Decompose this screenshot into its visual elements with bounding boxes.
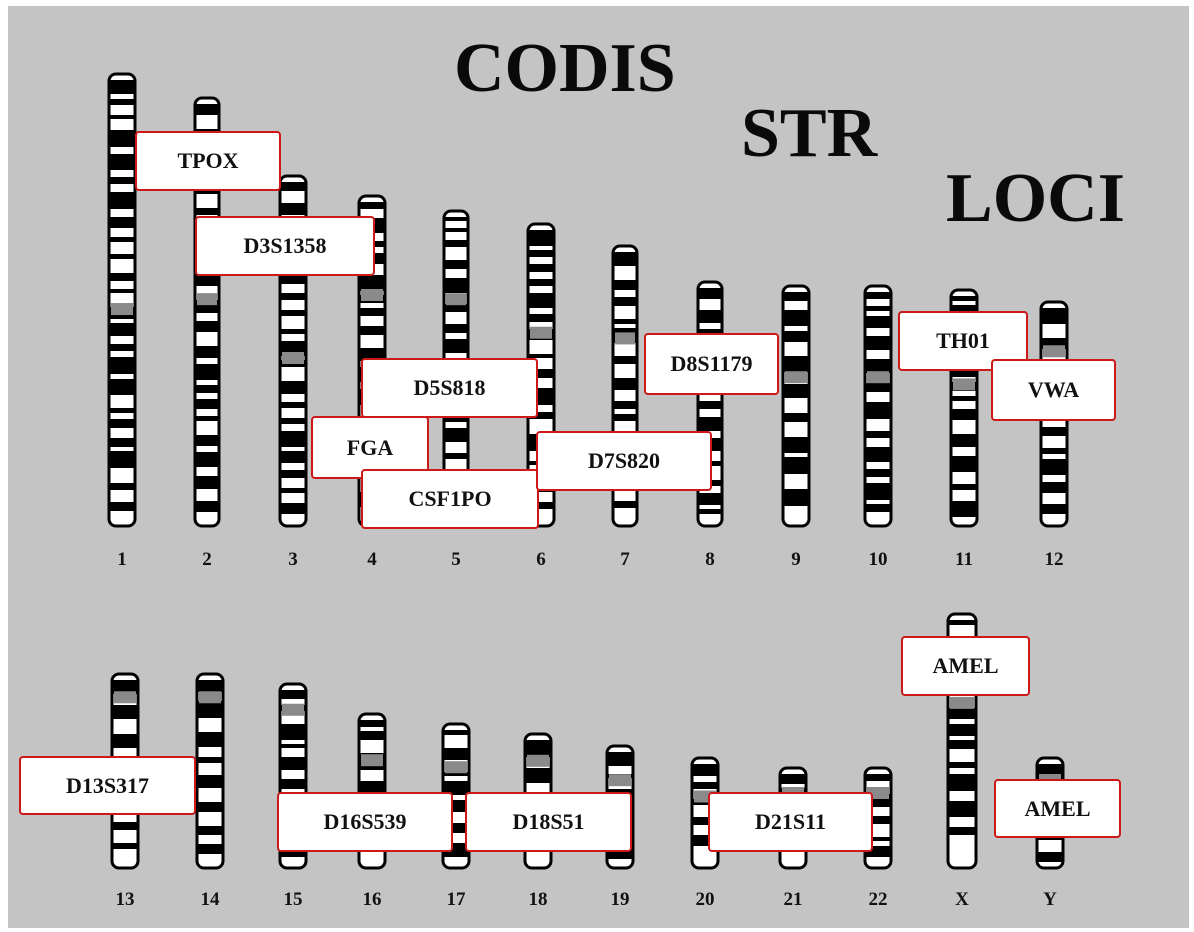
chromosome-number: 2: [202, 549, 212, 570]
chromosome-14: [195, 672, 225, 870]
chromosome-number: 3: [288, 549, 298, 570]
locus-label-fga: FGA: [311, 416, 429, 479]
chromosome-number: 21: [783, 889, 803, 910]
chromosome-number: 15: [283, 889, 303, 910]
chromosome-9: [781, 284, 811, 528]
locus-label-d18s51: D18S51: [465, 792, 632, 852]
chromosome-number: Y: [1043, 889, 1057, 910]
locus-label-th01: TH01: [898, 311, 1028, 371]
locus-label-csf1po: CSF1PO: [361, 469, 539, 529]
locus-label-d21s11: D21S11: [708, 792, 873, 852]
locus-label-tpox: TPOX: [135, 131, 281, 191]
chromosome-number: 17: [446, 889, 466, 910]
chromosome-number: 1: [117, 549, 127, 570]
locus-label-d13s317: D13S317: [19, 756, 196, 815]
locus-label-amel-x: AMEL: [901, 636, 1030, 696]
chromosome-number: 9: [791, 549, 801, 570]
chromosome-number: 19: [610, 889, 630, 910]
chromosome-number: 4: [367, 549, 377, 570]
title-codis: CODIS: [454, 30, 676, 107]
chromosome-1: [107, 72, 137, 528]
title-loci: LOCI: [946, 160, 1125, 237]
chromosome-number: 8: [705, 549, 715, 570]
chromosome-number: 6: [536, 549, 546, 570]
locus-label-d8s1179: D8S1179: [644, 333, 779, 395]
locus-label-d16s539: D16S539: [277, 792, 453, 852]
chromosome-number: 13: [115, 889, 135, 910]
chromosome-number: 12: [1044, 549, 1064, 570]
chromosome-number: 18: [528, 889, 548, 910]
chromosome-ideograms: [107, 72, 1069, 870]
locus-label-d5s818: D5S818: [361, 358, 538, 418]
locus-label-d7s820: D7S820: [536, 431, 712, 491]
chromosome-number: 22: [868, 889, 888, 910]
chromosome-number: 10: [868, 549, 888, 570]
chromosome-number: 20: [695, 889, 715, 910]
locus-label-amel-y: AMEL: [994, 779, 1121, 838]
chromosome-number: 5: [451, 549, 461, 570]
locus-label-d3s1358: D3S1358: [195, 216, 375, 276]
title-str: STR: [741, 95, 878, 172]
codis-str-loci-figure: CODIS STR LOCI 1 2 3 4 5 6 7 8 9 10 11 1…: [8, 6, 1189, 928]
locus-label-vwa: VWA: [991, 359, 1116, 421]
chromosome-10: [863, 284, 893, 528]
chromosome-number: 16: [362, 889, 382, 910]
chromosome-number: 14: [200, 889, 220, 910]
chromosome-number: 7: [620, 549, 630, 570]
chromosome-number: 11: [955, 549, 973, 570]
chromosome-number: X: [955, 889, 969, 910]
